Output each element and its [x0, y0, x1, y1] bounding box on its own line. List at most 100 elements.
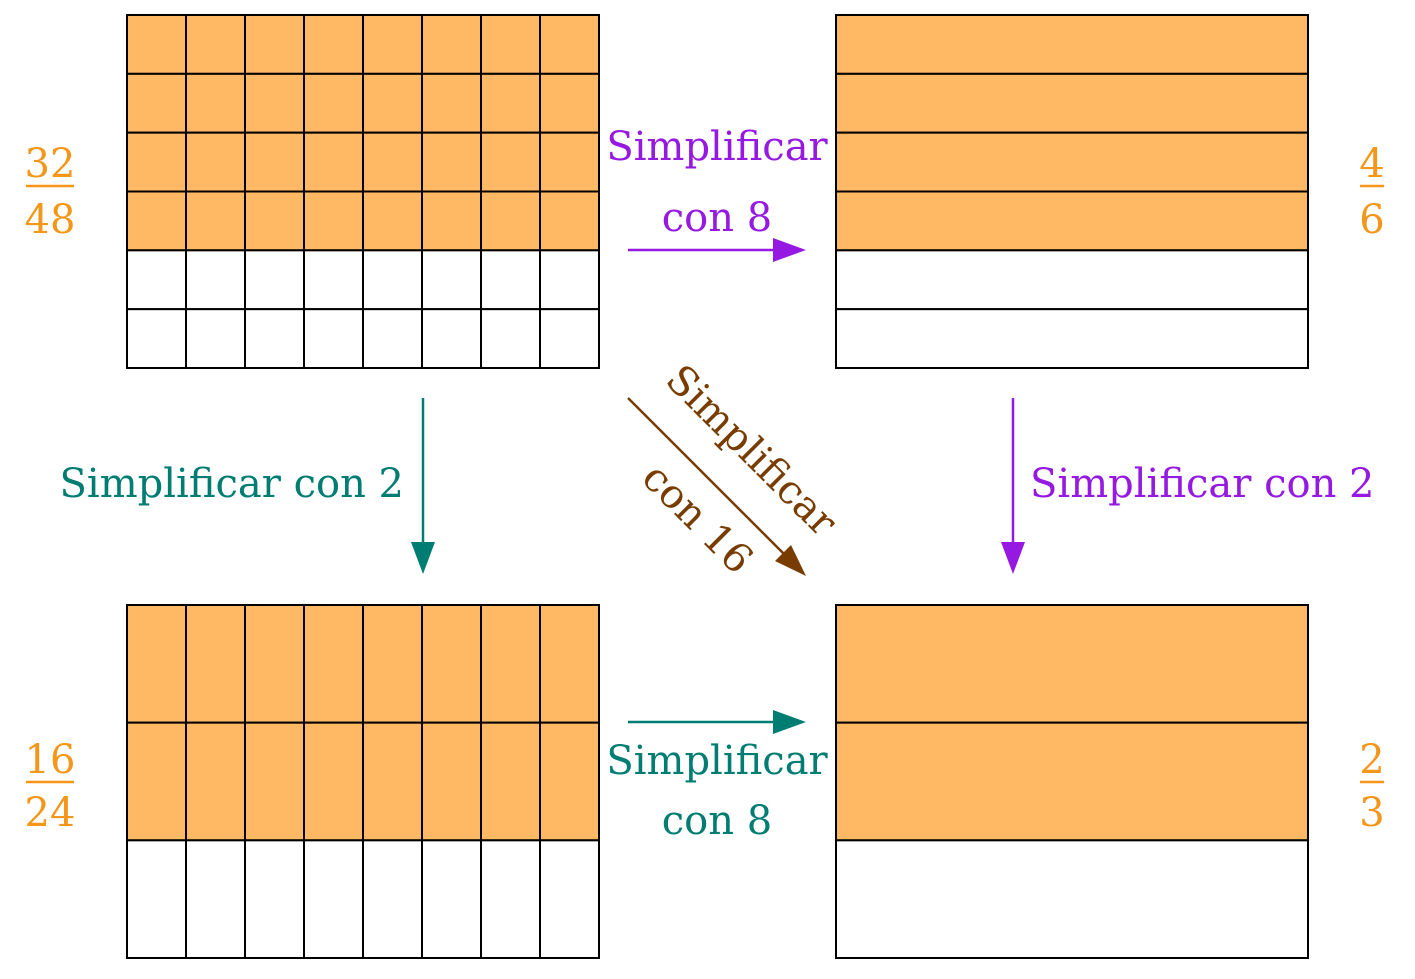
shaded-cell	[185, 721, 246, 842]
fraction-2-3: 2 3	[1359, 737, 1384, 836]
unshaded-cell	[303, 839, 364, 959]
arrow-label-line-1: Simplificar	[606, 124, 828, 170]
numerator: 2	[1359, 737, 1384, 783]
unshaded-cell	[126, 249, 187, 311]
arrowhead-icon	[775, 545, 806, 576]
shaded-cell	[539, 604, 600, 724]
shaded-cell	[185, 190, 246, 252]
fraction-4-6: 4 6	[1359, 141, 1384, 243]
unshaded-cell	[835, 308, 1309, 369]
arrow-32-48-to-2-3: Simplificar con 16	[627, 356, 846, 583]
denominator: 24	[25, 790, 76, 836]
unshaded-cell	[126, 839, 187, 959]
arrow-shaft	[627, 397, 794, 564]
unshaded-cell	[244, 839, 305, 959]
shaded-cell	[480, 14, 541, 75]
shaded-cell	[539, 14, 600, 75]
unshaded-cell	[480, 308, 541, 369]
unshaded-cell	[126, 308, 187, 369]
shaded-cell	[303, 604, 364, 724]
shaded-cell	[421, 604, 482, 724]
shaded-cell	[539, 190, 600, 252]
shaded-cell	[126, 604, 187, 724]
shaded-cell	[303, 14, 364, 75]
arrowhead-icon	[411, 542, 435, 574]
fraction-32-48: 32 48	[25, 141, 76, 243]
shaded-cell	[421, 72, 482, 134]
arrowhead-icon	[773, 238, 806, 262]
shaded-cell	[835, 72, 1309, 134]
shaded-cell	[835, 131, 1309, 193]
shaded-cell	[303, 721, 364, 842]
arrow-16-24-to-2-3: Simplificar con 8	[606, 710, 829, 844]
shaded-cell	[126, 190, 187, 252]
shaded-cell	[362, 721, 423, 842]
denominator: 48	[25, 197, 76, 243]
unshaded-cell	[835, 249, 1309, 311]
shaded-cell	[362, 131, 423, 193]
arrowhead-icon	[1001, 542, 1025, 574]
fraction-16-24: 16 24	[25, 737, 76, 836]
shaded-cell	[303, 131, 364, 193]
unshaded-cell	[480, 839, 541, 959]
shaded-cell	[126, 14, 187, 75]
arrow-4-6-to-2-3: Simplificar con 2	[1001, 398, 1375, 574]
grid-32-48	[126, 14, 600, 369]
grid-4-6	[835, 14, 1309, 369]
shaded-cell	[185, 14, 246, 75]
numerator: 16	[25, 737, 76, 783]
shaded-cell	[244, 190, 305, 252]
unshaded-cell	[539, 839, 600, 959]
shaded-cell	[362, 14, 423, 75]
arrow-label-line-2: con 8	[662, 798, 772, 844]
shaded-cell	[126, 72, 187, 134]
shaded-cell	[480, 721, 541, 842]
shaded-cell	[835, 721, 1309, 842]
shaded-cell	[421, 131, 482, 193]
shaded-cell	[421, 190, 482, 252]
shaded-cell	[835, 14, 1309, 75]
shaded-cell	[126, 721, 187, 842]
shaded-cell	[480, 131, 541, 193]
unshaded-cell	[835, 839, 1309, 959]
shaded-cell	[244, 72, 305, 134]
unshaded-cell	[539, 249, 600, 311]
shaded-cell	[244, 604, 305, 724]
arrow-32-48-to-16-24: Simplificar con 2	[60, 398, 435, 574]
shaded-cell	[421, 721, 482, 842]
grid-2-3	[835, 604, 1309, 959]
unshaded-cell	[362, 249, 423, 311]
shaded-cell	[244, 14, 305, 75]
shaded-cell	[244, 131, 305, 193]
unshaded-cell	[185, 308, 246, 369]
shaded-cell	[362, 604, 423, 724]
shaded-cell	[539, 131, 600, 193]
shaded-cell	[539, 721, 600, 842]
unshaded-cell	[421, 839, 482, 959]
shaded-cell	[303, 190, 364, 252]
arrow-label: Simplificar con 2	[1030, 461, 1375, 507]
arrow-label: Simplificar con 2	[60, 461, 405, 507]
shaded-cell	[480, 72, 541, 134]
shaded-cell	[480, 190, 541, 252]
shaded-cell	[244, 721, 305, 842]
unshaded-cell	[244, 249, 305, 311]
shaded-cell	[126, 131, 187, 193]
numerator: 32	[25, 141, 76, 187]
unshaded-cell	[362, 308, 423, 369]
shaded-cell	[539, 72, 600, 134]
arrow-32-48-to-4-6: Simplificar con 8	[606, 124, 829, 262]
unshaded-cell	[421, 308, 482, 369]
unshaded-cell	[362, 839, 423, 959]
shaded-cell	[421, 14, 482, 75]
unshaded-cell	[185, 249, 246, 311]
arrow-label-line-1: Simplificar	[606, 738, 828, 784]
unshaded-cell	[421, 249, 482, 311]
shaded-cell	[185, 72, 246, 134]
shaded-cell	[303, 72, 364, 134]
unshaded-cell	[303, 249, 364, 311]
shaded-cell	[835, 190, 1309, 252]
grid-16-24	[126, 604, 600, 959]
arrow-label-line-2: con 8	[662, 195, 772, 241]
